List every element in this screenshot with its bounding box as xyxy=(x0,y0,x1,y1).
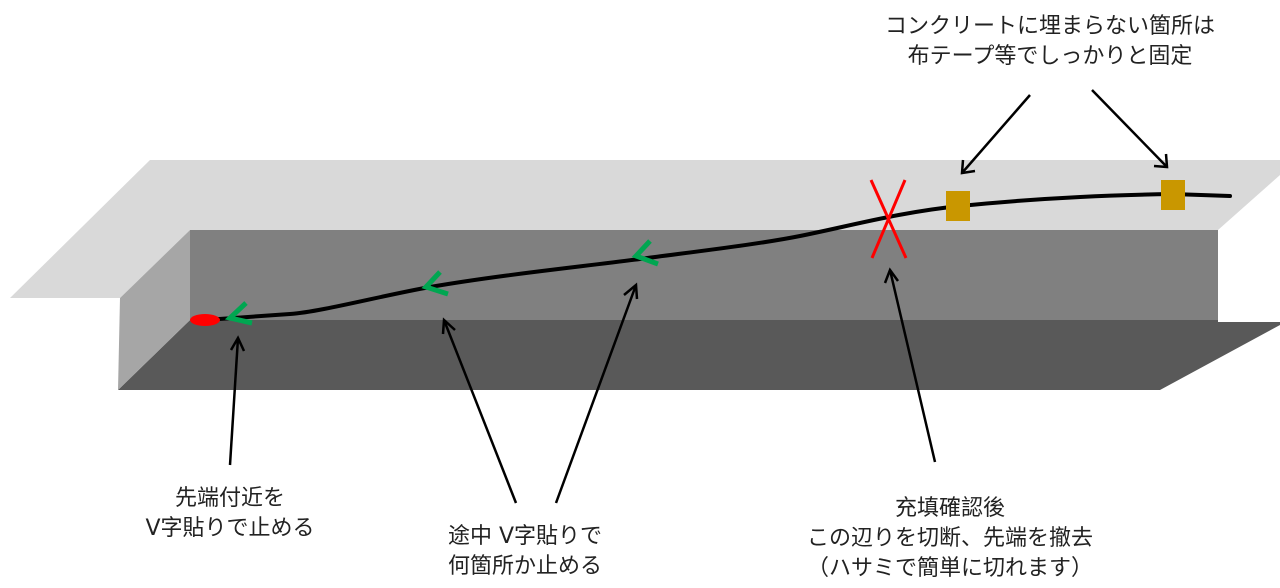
cut-note-line3: （ハサミで簡単に切れます） xyxy=(806,556,1093,581)
trench-floor xyxy=(118,320,1280,390)
back-wall xyxy=(190,230,1218,320)
cut-mark-stroke-b xyxy=(870,179,907,259)
cloth-tape-2 xyxy=(1161,180,1185,210)
sensor-cable xyxy=(203,191,1232,322)
arrow-to-tip xyxy=(228,335,246,466)
tip-note-label: 先端付近を V字貼りで止める xyxy=(90,484,370,544)
fixing-note-line2: 布テープ等でしっかりと固定 xyxy=(907,44,1193,69)
cable-tip-marker xyxy=(190,314,220,326)
v-tape-mark-tip xyxy=(224,301,253,326)
midway-note-label: 途中 V字貼りで 何箇所か止める xyxy=(400,522,650,582)
v-tape-mark-mid-1 xyxy=(421,270,449,297)
arrow-to-cloth-tape-1 xyxy=(960,94,1031,175)
tip-note-line2: V字貼りで止める xyxy=(145,516,315,541)
midway-note-line2: 何箇所か止める xyxy=(447,554,602,579)
left-side-wall xyxy=(118,230,190,390)
cut-note-line2: この辺りを切断、先端を撤去 xyxy=(806,526,1093,551)
v-tape-mark-mid-2 xyxy=(631,239,659,267)
cut-note-label: 充填確認後 この辺りを切断、先端を撤去 （ハサミで簡単に切れます） xyxy=(745,494,1155,584)
midway-note-line1: 途中 V字貼りで xyxy=(447,524,603,549)
tip-note-line1: 先端付近を xyxy=(174,486,285,511)
fixing-note-label: コンクリートに埋まらない箇所は 布テープ等でしっかりと固定 xyxy=(830,12,1270,72)
arrow-to-mid-2 xyxy=(554,282,639,504)
fixing-note-line1: コンクリートに埋まらない箇所は xyxy=(884,14,1215,39)
arrow-to-cloth-tape-2 xyxy=(1091,89,1169,169)
arrow-to-mid-1 xyxy=(441,317,518,504)
arrow-to-cut-mark xyxy=(883,267,937,463)
cut-note-line1: 充填確認後 xyxy=(894,496,1005,521)
cloth-tape-1 xyxy=(946,191,970,221)
